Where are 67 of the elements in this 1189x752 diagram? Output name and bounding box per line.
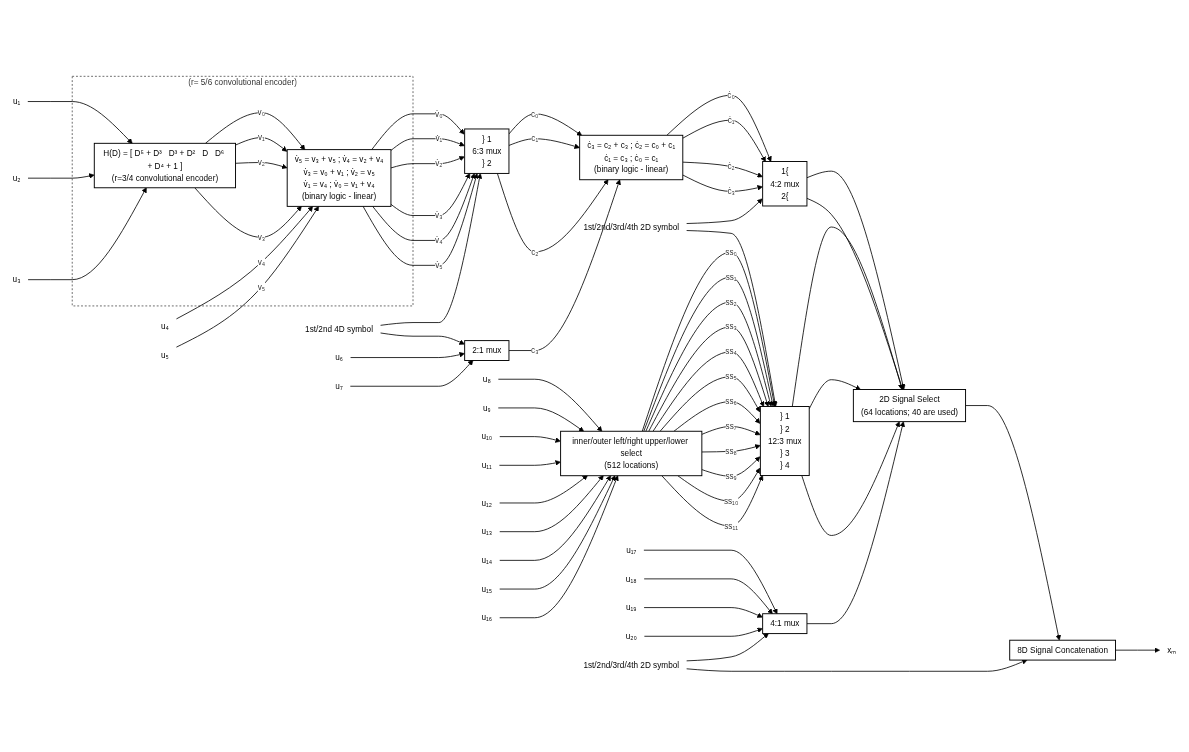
edge-label: ss₀	[725, 247, 737, 257]
node-box: } 1 6:3 mux } 2	[464, 128, 510, 174]
node-text: u₇	[335, 381, 343, 391]
node-box: H(D) = [ D⁵ + D³ D³ + D² D D⁶ + D⁴ + 1 ] (r=3/4 convolutional encoder)	[93, 142, 236, 189]
node-text: 1st/2nd/3rd/4th 2D symbol	[583, 222, 680, 232]
edge-label: ss₁₀	[723, 496, 739, 506]
node-text: xₘ	[1167, 645, 1177, 655]
node-box: 2:1 mux	[464, 340, 510, 361]
edge-label: v₀	[257, 107, 266, 118]
edge-label: v̇₅	[435, 260, 443, 270]
edge-label: v₃	[257, 232, 266, 242]
edge-label: v̇₁	[435, 133, 443, 144]
node-box: 8D Signal Concatenation	[1009, 639, 1116, 661]
node-text: u₅	[160, 350, 169, 360]
edge-label: v₂	[257, 157, 265, 168]
node-text: u₁₇	[626, 545, 637, 555]
node-box: } 1 } 2 12:3 mux } 3 } 4	[759, 406, 810, 477]
edge-label: ċ₃	[727, 186, 735, 196]
node-box: 1{ 4:2 mux 2{	[762, 161, 808, 207]
node-text: u₈	[482, 374, 491, 384]
node-box: 4:1 mux	[762, 613, 808, 635]
node-text: u₁₄	[481, 555, 493, 565]
node-text: u₁₉	[625, 602, 637, 613]
node-text: u₁₀	[481, 431, 493, 442]
node-box: 2D Signal Select (64 locations; 40 are used)	[852, 389, 967, 423]
edge-label: ċ₀	[727, 90, 735, 100]
node-text: u₁₈	[625, 574, 637, 584]
edge-label: c₂	[531, 247, 539, 257]
node-text: u₆	[335, 352, 343, 363]
edge-label: ss₆	[725, 396, 737, 407]
edge-label: ss₉	[725, 471, 737, 481]
edge-label: c₃	[531, 345, 539, 356]
node-text: u₁₃	[481, 526, 493, 537]
edge-label: v̇₃	[435, 210, 443, 221]
node-box: inner/outer left/right upper/lower select (512 locations)	[560, 430, 703, 477]
edge-label: ss₁₁	[724, 521, 738, 531]
node-text: u₂	[12, 173, 21, 183]
node-text: u₁₁	[481, 460, 492, 470]
edge-label: ċ₂	[727, 161, 735, 172]
edge-label: v̇₀	[435, 108, 443, 119]
node-text: u₃	[12, 274, 21, 285]
node-text: u₁₅	[481, 584, 493, 594]
edge-label: ss₇	[725, 421, 737, 432]
edge-label: ss₅	[725, 371, 737, 382]
edge-label: ss₈	[725, 446, 737, 456]
edge-label: v₅	[257, 282, 266, 292]
edge-label: ss₄	[725, 346, 737, 357]
node-text: u₉	[482, 403, 491, 413]
edge-label: ċ₁	[727, 115, 735, 125]
node-text: 1st/2nd/3rd/4th 2D symbol	[583, 660, 680, 671]
edge-label: v₄	[257, 257, 266, 267]
node-box: v̇₅ = v₃ + v₅ ; v̇₄ = v₂ + v₄ v̇₃ = v₀ + v₁ ; v̇₂ = v₅ v̇₁ = v₄ ; v̇₀ = v₁ + v₄ (binary logic - linear)	[286, 149, 392, 207]
edge-label: v̇₂	[435, 158, 443, 169]
edge-label: ss₂	[725, 297, 737, 307]
edge-label: ss₁	[725, 272, 737, 282]
edge-label: v₁	[257, 132, 265, 143]
edge-label: v̇₄	[435, 235, 443, 245]
edge-label: ss₃	[725, 321, 737, 332]
edge-label: c₀	[531, 108, 539, 119]
node-box: ċ₃ = c₂ + c₃ ; ċ₂ = c₀ + c₁ ċ₁ = c₃ ; ċ₀ = c₁ (binary logic - linear)	[579, 134, 684, 181]
node-text: u₂₀	[625, 631, 637, 641]
edge-label: c₁	[531, 133, 539, 144]
node-text: u₁₂	[481, 498, 493, 508]
node-text: 1st/2nd 4D symbol	[305, 323, 374, 334]
node-text: u₁	[12, 96, 21, 107]
node-text: u₄	[160, 321, 169, 332]
node-text: u₁₆	[481, 612, 493, 623]
